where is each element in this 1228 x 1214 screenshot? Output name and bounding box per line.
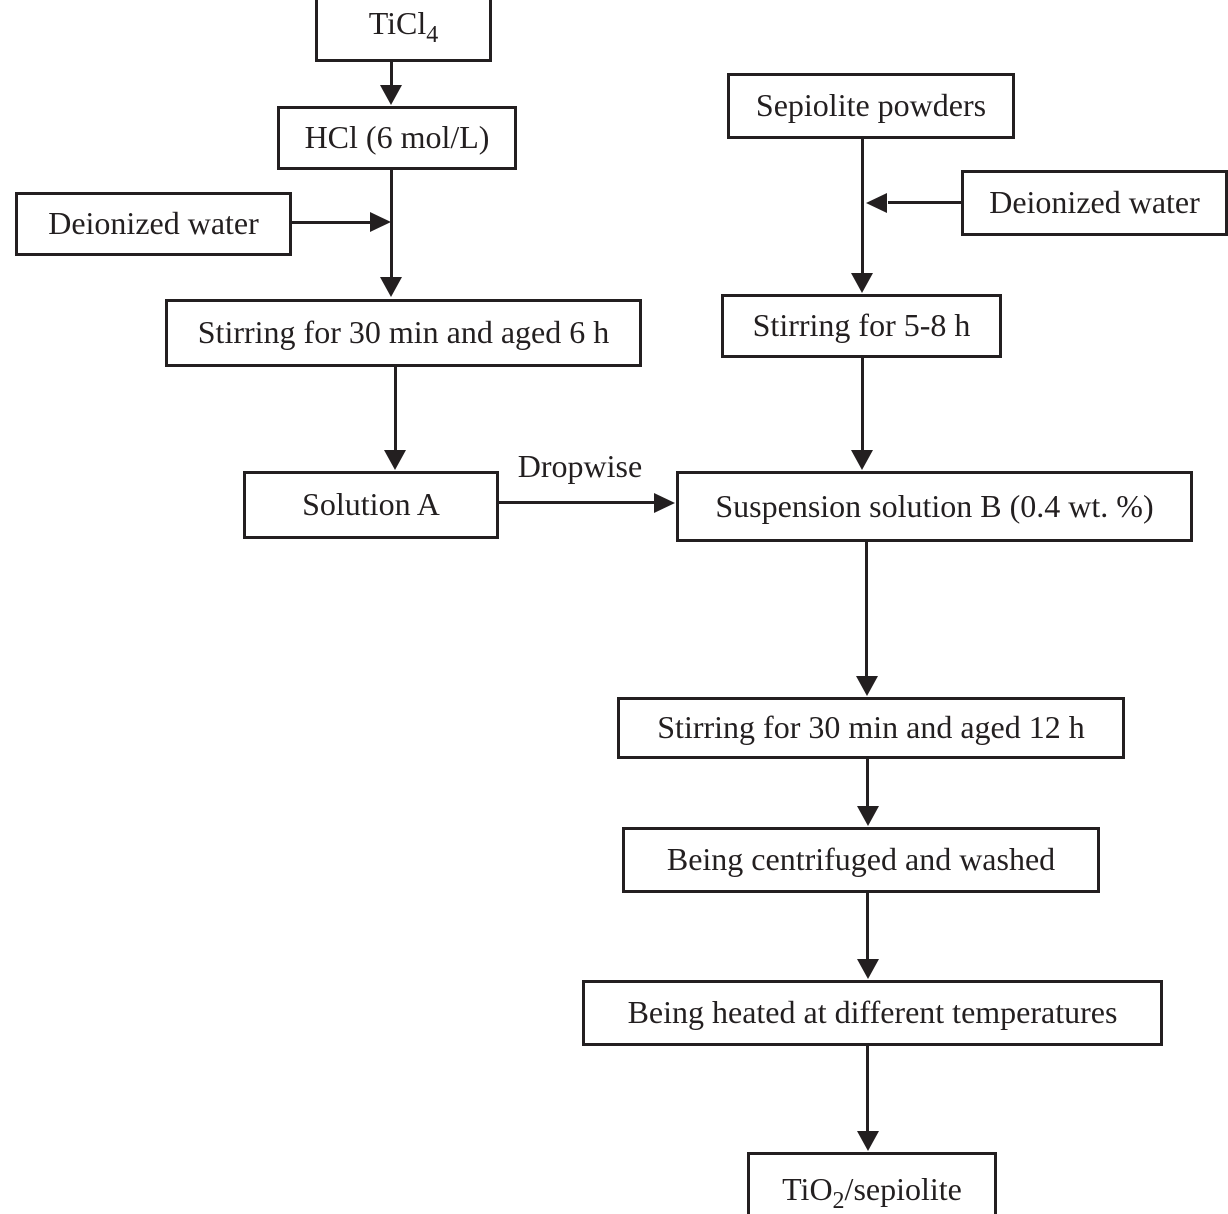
arrow-right-icon [654, 493, 675, 513]
arrow-down-icon [380, 277, 402, 297]
node-heated-different-temps-label: Being heated at different temperatures [627, 994, 1118, 1031]
node-centrifuged-washed-label: Being centrifuged and washed [666, 841, 1056, 878]
connector-suspension-stirring12h-line [865, 542, 868, 679]
node-ticl4: TiCl4 [315, 0, 492, 62]
arrow-left-icon [866, 193, 887, 213]
node-hcl-label: HCl (6 mol/L) [304, 119, 490, 156]
arrow-right-icon [370, 212, 391, 232]
connector-ticl4-hcl-line [390, 62, 393, 88]
arrow-down-icon [857, 806, 879, 826]
node-stirring-aged-12h: Stirring for 30 min and aged 12 h [617, 697, 1125, 759]
connector-stirring58-suspension-line [861, 358, 864, 453]
node-deionized-water-right-label: Deionized water [989, 184, 1200, 221]
connector-deionized-right-line [888, 201, 961, 204]
connector-solution-a-suspension-line [499, 501, 656, 504]
node-suspension-b-label: Suspension solution B (0.4 wt. %) [715, 487, 1154, 524]
arrow-down-icon [384, 450, 406, 470]
arrow-down-icon [851, 273, 873, 293]
node-sepiolite-powders: Sepiolite powders [727, 73, 1015, 139]
node-deionized-water-left: Deionized water [15, 192, 292, 256]
connector-stirring6h-solution-a-line [394, 367, 397, 453]
arrow-down-icon [851, 450, 873, 470]
arrow-down-icon [380, 85, 402, 105]
node-stirring-aged-6h-label: Stirring for 30 min and aged 6 h [197, 314, 610, 351]
arrow-down-icon [856, 676, 878, 696]
node-stirring-5-8h-label: Stirring for 5-8 h [752, 307, 971, 344]
tio2-subscript: 2 [832, 1187, 845, 1214]
connector-deionized-left-line [292, 221, 372, 224]
node-deionized-water-right: Deionized water [961, 170, 1228, 236]
node-stirring-aged-12h-label: Stirring for 30 min and aged 12 h [657, 709, 1085, 746]
arrow-down-icon [857, 1131, 879, 1151]
connector-sepiolite-stirring58-line [861, 139, 864, 275]
edge-label-dropwise: Dropwise [517, 448, 643, 484]
node-deionized-water-left-label: Deionized water [48, 205, 259, 242]
arrow-down-icon [857, 959, 879, 979]
node-heated-different-temps: Being heated at different temperatures [582, 980, 1163, 1046]
node-sepiolite-powders-label: Sepiolite powders [755, 87, 987, 124]
connector-heated-tio2-line [866, 1046, 869, 1134]
node-tio2-sepiolite-label: TiO2/sepiolite [782, 1170, 962, 1214]
connector-centrifuged-heated-line [866, 893, 869, 961]
node-centrifuged-washed: Being centrifuged and washed [622, 827, 1100, 893]
node-ticl4-label: TiCl4 [368, 5, 439, 49]
node-tio2-sepiolite: TiO2/sepiolite [747, 1152, 997, 1214]
connector-hcl-stirring6h-line [390, 170, 393, 280]
node-solution-a: Solution A [243, 471, 499, 539]
node-stirring-aged-6h: Stirring for 30 min and aged 6 h [165, 299, 642, 367]
node-stirring-5-8h: Stirring for 5-8 h [721, 294, 1002, 358]
node-hcl: HCl (6 mol/L) [277, 106, 517, 170]
node-suspension-b: Suspension solution B (0.4 wt. %) [676, 471, 1193, 542]
ticl4-subscript: 4 [426, 22, 439, 49]
node-solution-a-label: Solution A [302, 486, 440, 523]
connector-stirring12h-centrifuged-line [866, 759, 869, 809]
